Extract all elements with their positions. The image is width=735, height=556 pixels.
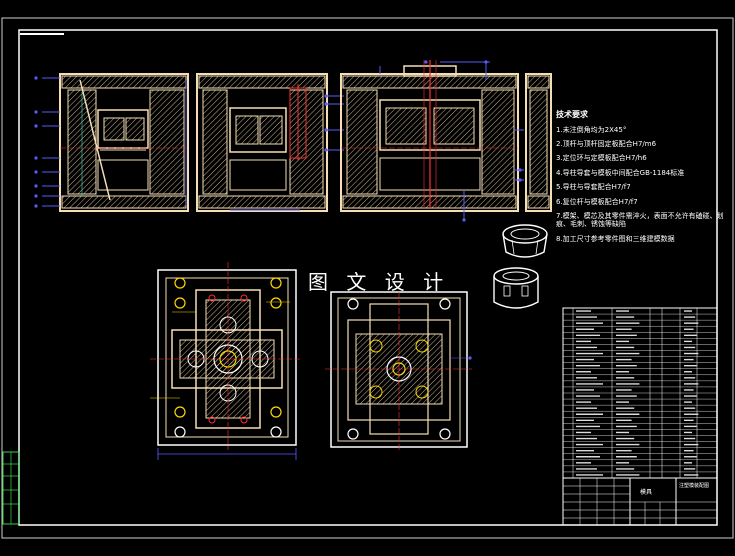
inner-frame [18,29,718,526]
title-block [562,477,718,526]
requirements-title: 技术要求 [556,110,588,119]
outer-frame [1,17,734,539]
plan-view-left [150,262,300,460]
watermark-text: 图 文 设 计 [308,270,450,294]
plan-view-right [325,291,472,450]
requirement-item: 5.导柱与导套配合H7/f7 [556,183,631,192]
requirement-item: 8.加工尺寸参考零件图和三维建模数据 [556,234,675,243]
requirement-item: 1.未注倒角均为2X45° [556,125,627,134]
requirement-item: 4.导柱导套与模板中间配合GB-1184标准 [556,168,685,177]
bom-table [562,307,718,479]
requirement-item: 3.定位环与定模板配合H7/h6 [556,154,647,163]
title-block-drawing-no: 注塑模装配图 [679,483,710,489]
section-view-2 [185,73,344,212]
technical-requirements: 技术要求 1.未注倒角均为2X45° 2.顶杆与顶杆固定板配合H7/m6 3.定… [556,110,726,249]
requirement-item: 2.顶杆与顶杆固定板配合H7/m6 [556,139,657,148]
watermark-backdrop [300,262,450,292]
part-3d-bottom [493,267,539,309]
part-3d-top [502,224,548,258]
side-view [525,73,552,212]
requirement-item: 7.模架、模芯及其零件需淬火，表面不允许有磕碰、划痕、毛刺、锈蚀等缺陷 [556,211,724,229]
section-view-3 [340,60,524,222]
requirement-item: 6.复位杆与模板配合H7/f7 [556,197,638,206]
title-block-name: 模具 [640,489,653,496]
section-view-1 [34,73,189,212]
left-strip [2,451,20,525]
